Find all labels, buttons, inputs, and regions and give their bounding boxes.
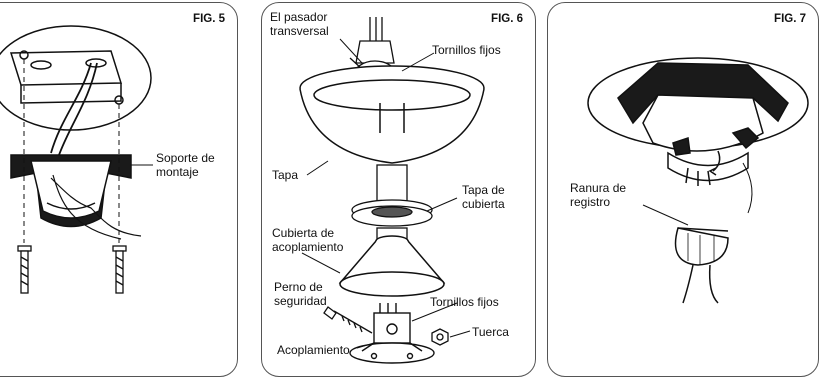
figure-7-panel: FIG. 7 Ranura de registro xyxy=(547,2,819,377)
figure-7-title: FIG. 7 xyxy=(774,13,806,25)
figure-5-title: FIG. 5 xyxy=(193,13,225,25)
figure-5-illustration xyxy=(0,25,153,294)
canopy-label: Tapa xyxy=(272,168,299,182)
mounting-bracket xyxy=(10,154,142,240)
canopy-dome xyxy=(674,227,729,304)
coupling-cover xyxy=(338,235,446,297)
downrod xyxy=(376,164,408,204)
cross-pin-label: El pasador transversal xyxy=(270,10,329,38)
registration-slot-label: Ranura de registro xyxy=(570,181,627,209)
figure-6-panel: FIG. 6 xyxy=(261,2,536,377)
coupling xyxy=(349,303,435,364)
coupling-label: Acoplamiento xyxy=(277,343,350,357)
nut xyxy=(431,328,449,346)
ceiling-bracket xyxy=(587,57,809,186)
safety-bolt-label: Perno de seguridad xyxy=(274,280,327,308)
coupling-cover-cap-label: Tapa de cubierta xyxy=(462,183,505,211)
junction-box-detail xyxy=(0,25,152,156)
figure-6-title: FIG. 6 xyxy=(491,13,523,25)
canopy xyxy=(299,65,485,164)
figure-5-panel: FIG. 5 xyxy=(0,2,238,377)
safety-bolt xyxy=(323,306,373,334)
coupling-cover-label: Cubierta de acoplamiento xyxy=(272,226,344,254)
set-screws-bottom-label: Tornillos fijos xyxy=(430,295,499,309)
coupling-cover-cap xyxy=(351,199,433,227)
figure-7-illustration xyxy=(587,57,809,304)
figure-6-illustration xyxy=(299,17,485,364)
mounting-bracket-label: Soporte de montaje xyxy=(156,151,215,179)
set-screws-top-label: Tornillos fijos xyxy=(432,43,501,57)
nut-label: Tuerca xyxy=(472,325,509,339)
mounting-screw-left xyxy=(17,245,32,294)
mounting-screw-right xyxy=(112,245,127,294)
